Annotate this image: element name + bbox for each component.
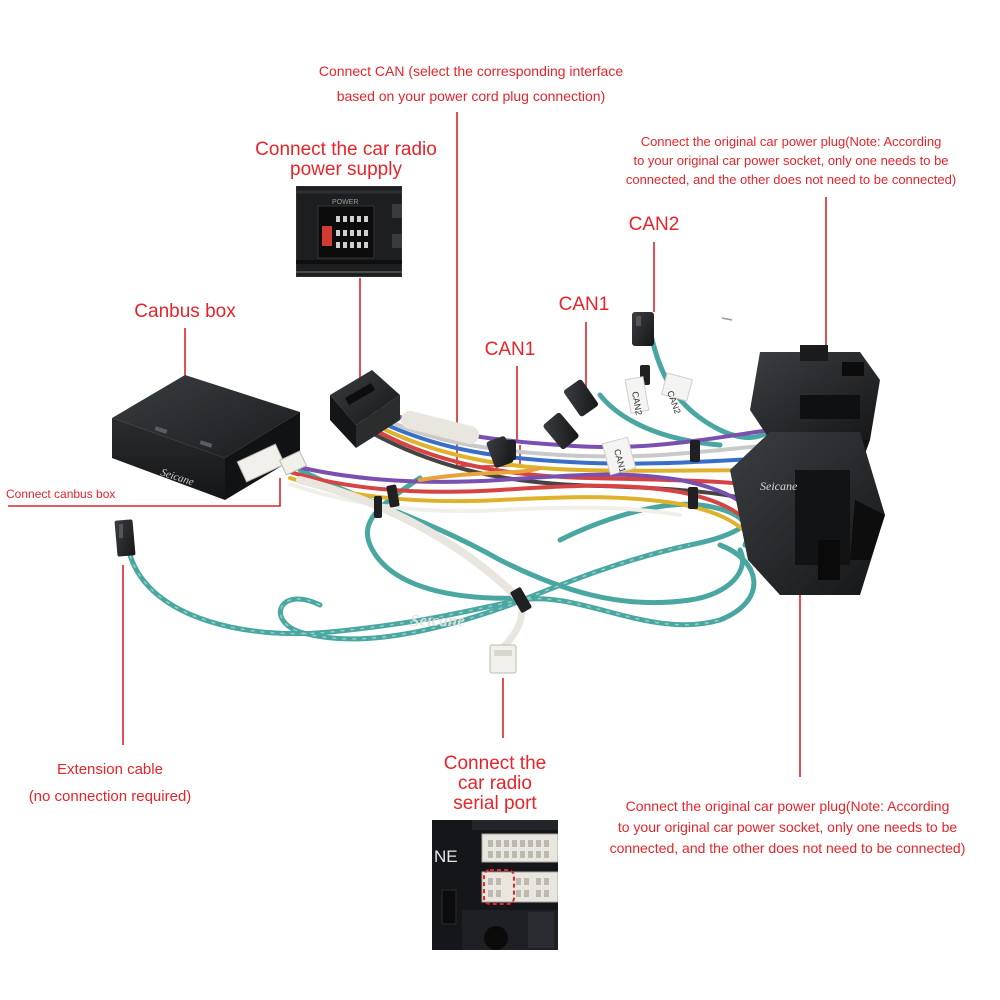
orig-power-top-line1: Connect the original car power plug(Note… <box>640 134 942 149</box>
serial-port-label: Connect the car radio serial port <box>420 754 570 814</box>
wire-sleeve <box>401 411 479 444</box>
can1-right-label: CAN1 <box>558 294 610 315</box>
cable-highlights <box>129 544 721 640</box>
radio-power-plug <box>330 370 400 448</box>
orig-power-top-line3: connected, and the other does not need t… <box>625 172 957 187</box>
orig-power-top-line2: to your original car power socket, only … <box>633 153 949 168</box>
extension-plug <box>114 519 136 557</box>
serial-plug <box>489 644 517 674</box>
can2-connector <box>632 312 654 346</box>
orig-power-bottom-line3: connected, and the other does not need t… <box>609 840 966 856</box>
radio-power-line1: Connect the car radio <box>255 139 437 160</box>
leader-connect-canbus-box <box>8 478 281 507</box>
socket-power-text: POWER <box>332 199 358 206</box>
serial-line3: serial port <box>453 793 537 814</box>
orig-power-bottom-line1: Connect the original car power plug(Note… <box>625 798 950 814</box>
leader-lines <box>8 112 827 777</box>
leader-connect-can <box>456 112 521 467</box>
connect-can-line2: based on your power cord plug connection… <box>336 88 606 104</box>
extension-line1: Extension cable <box>57 761 163 778</box>
extension-cable-label: Extension cable (no connection required) <box>5 756 215 810</box>
radio-serial-port-photo: NE <box>432 820 558 950</box>
white-serial-cable <box>296 476 524 604</box>
panel-letters-text: NE <box>434 847 458 866</box>
plug-brand-text: Seicane <box>760 479 798 493</box>
serial-line1: Connect the <box>443 753 547 774</box>
extension-line2: (no connection required) <box>28 788 192 805</box>
serial-line2: car radio <box>458 773 532 794</box>
orig-power-top-label: Connect the original car power plug(Note… <box>595 132 987 189</box>
radio-power-label: Connect the car radio power supply <box>241 140 451 180</box>
can-tags: CAN2 CAN2 CAN1 <box>601 372 694 476</box>
radio-power-socket-photo: POWER <box>296 186 402 277</box>
cable-ties <box>374 365 700 613</box>
radio-power-line2: power supply <box>290 159 402 180</box>
power-plug-bottom: Seicane <box>730 432 885 595</box>
connect-canbus-box-label: Connect canbus box <box>6 487 116 501</box>
orig-power-bottom-label: Connect the original car power plug(Note… <box>580 796 995 859</box>
serial-port-highlight <box>483 869 515 905</box>
orig-power-bottom-line2: to your original car power socket, only … <box>617 819 958 835</box>
can1-left-label: CAN1 <box>484 339 536 360</box>
can-connectors <box>486 312 654 468</box>
tag-can2-a: CAN2 <box>630 391 644 416</box>
connect-can-label: Connect CAN (select the corresponding in… <box>265 61 677 107</box>
connect-can-line1: Connect CAN (select the corresponding in… <box>318 63 624 79</box>
can2-label: CAN2 <box>628 214 680 235</box>
canbus-box-label: Canbus box <box>134 301 236 322</box>
watermark-text: Seicane <box>410 611 465 630</box>
can1-left-connector <box>543 412 579 450</box>
can1-right-connector <box>563 379 599 417</box>
canbus-box: Seicane <box>112 375 308 500</box>
